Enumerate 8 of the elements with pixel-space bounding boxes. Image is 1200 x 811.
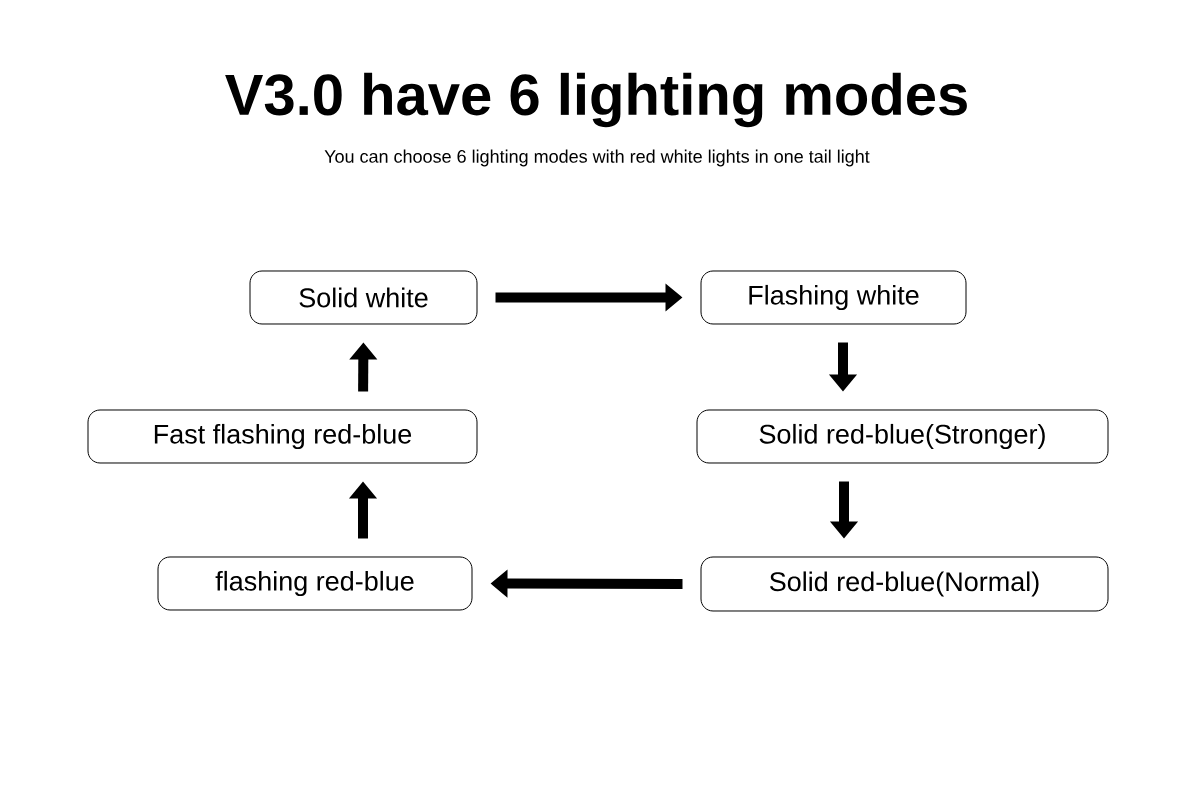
mode-box: Solid red-blue(Stronger) bbox=[696, 409, 1109, 464]
mode-box: Solid white bbox=[249, 270, 478, 325]
mode-box: Solid red-blue(Normal) bbox=[700, 556, 1109, 612]
mode-box: Fast flashing red-blue bbox=[87, 409, 478, 464]
mode-box: Flashing white bbox=[700, 270, 967, 325]
mode-box: flashing red-blue bbox=[157, 556, 473, 611]
subtitle: You can choose 6 lighting modes with red white lights in one tail light bbox=[324, 149, 870, 167]
title: V3.0 have 6 lighting modes bbox=[225, 72, 967, 128]
